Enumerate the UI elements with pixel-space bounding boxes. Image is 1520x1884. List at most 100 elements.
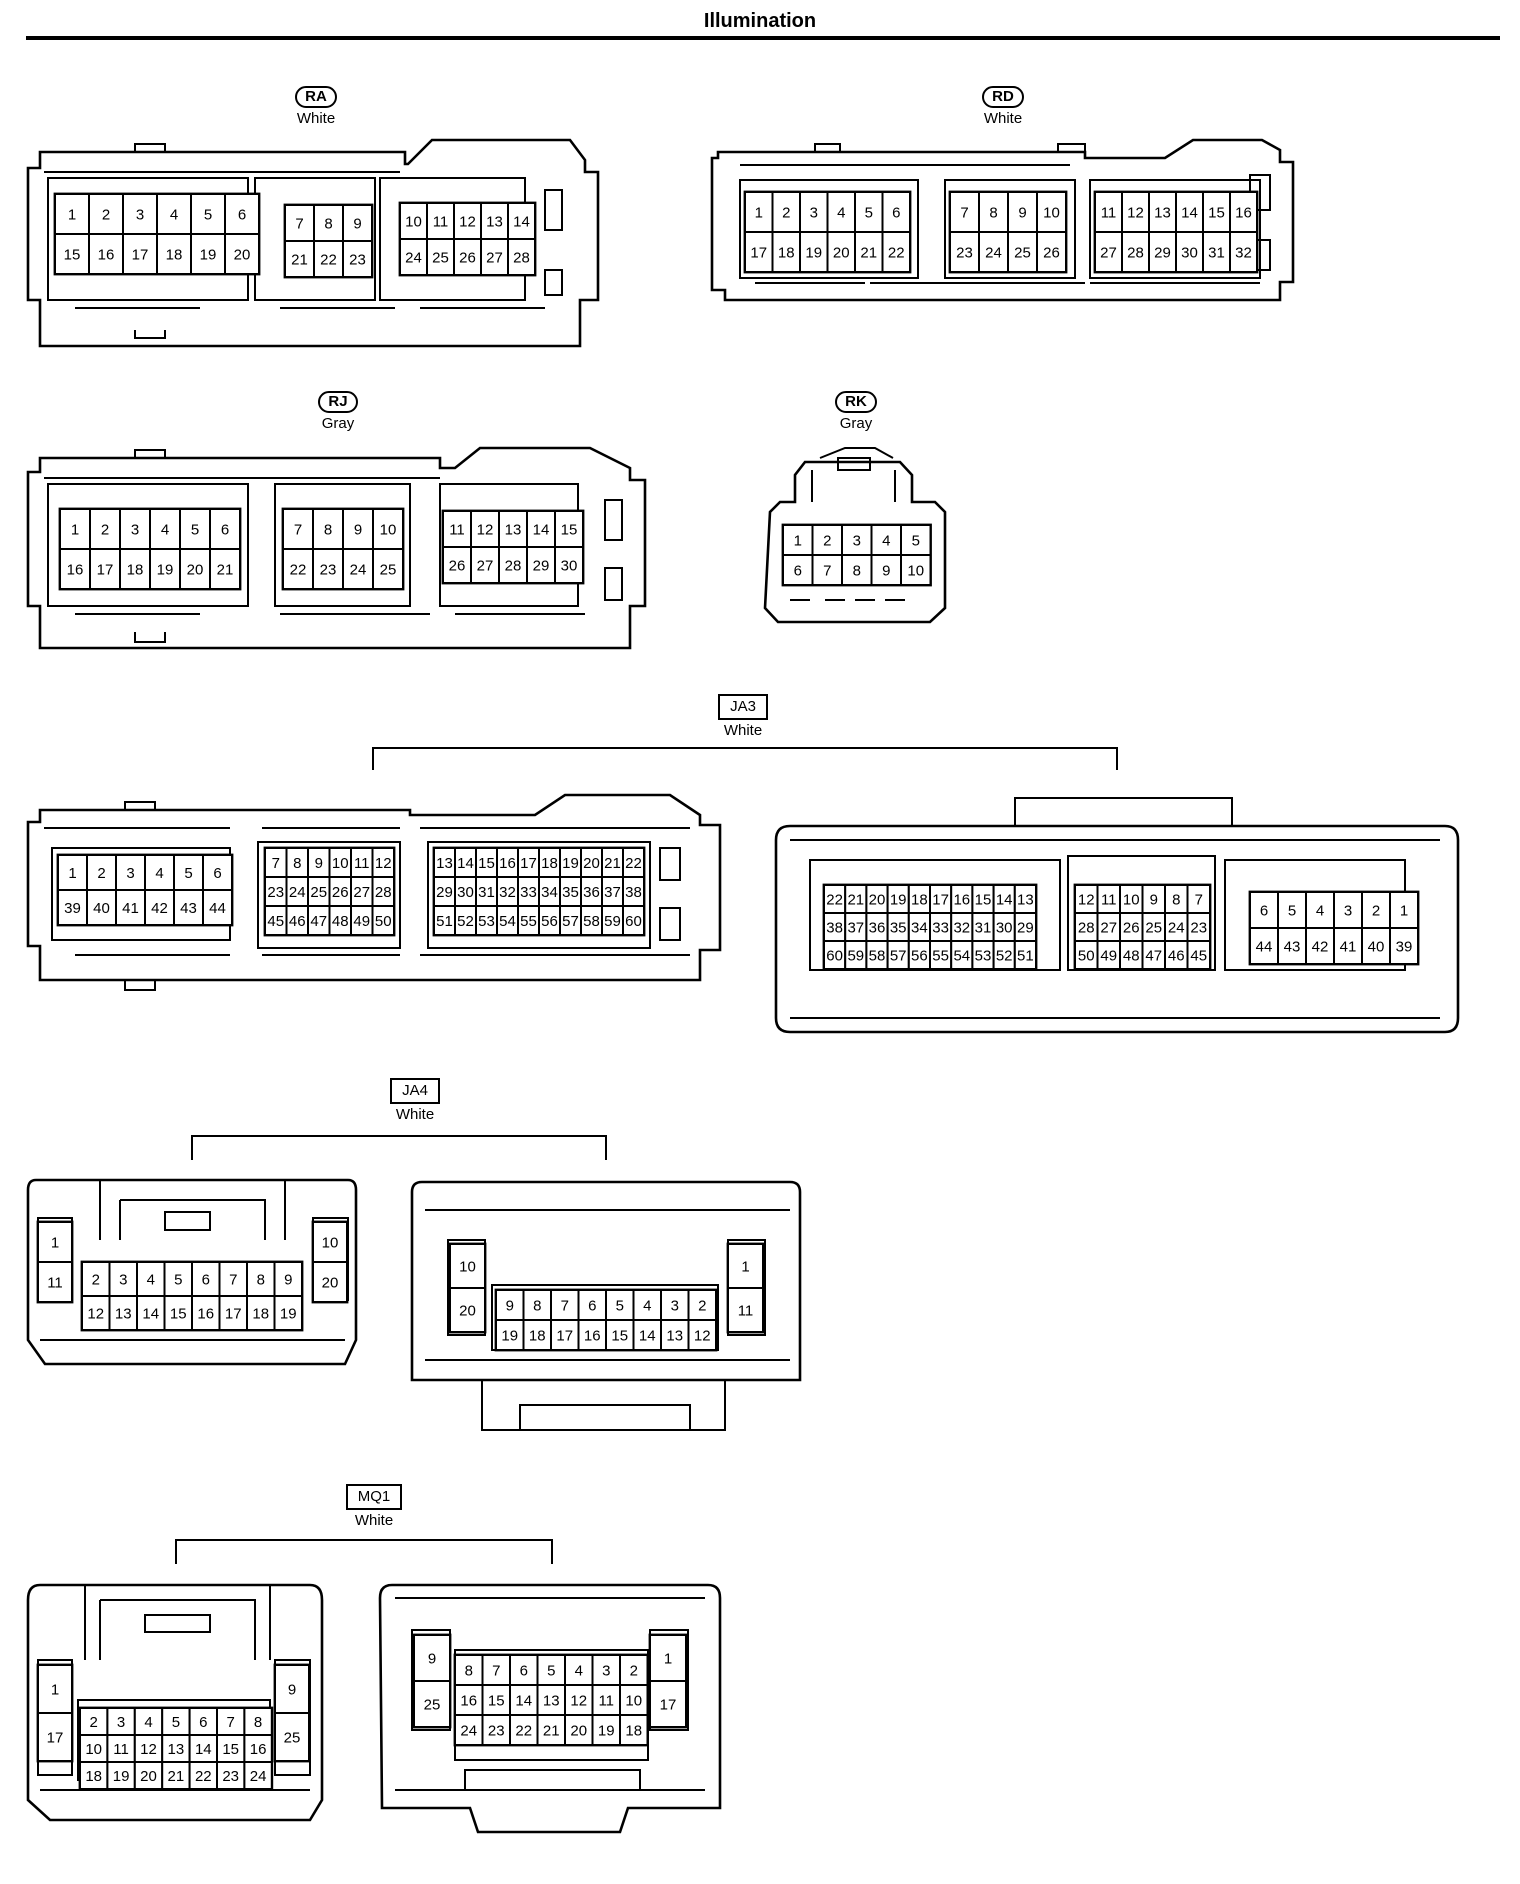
pin-number: 59 [604, 913, 621, 930]
pin-cell [115, 854, 146, 891]
pin-cell [811, 554, 843, 586]
pin-number: 12 [375, 855, 392, 872]
pin-cell [273, 1295, 303, 1331]
pin-cell [1013, 940, 1037, 970]
pin-number: 13 [115, 1306, 132, 1323]
pin-number: 6 [892, 205, 900, 222]
pin-number: 16 [499, 855, 516, 872]
pin-number: 14 [457, 855, 474, 872]
pin-cell [449, 1287, 486, 1333]
pin-number: 42 [1312, 939, 1329, 956]
pin-number: 26 [449, 558, 466, 575]
pin-number: 24 [985, 245, 1002, 262]
pin-number: 10 [322, 1235, 339, 1252]
pin-number: 25 [432, 250, 449, 267]
pin-number: 31 [478, 884, 495, 901]
pin-cell [619, 1714, 649, 1746]
pin-number: 42 [151, 900, 168, 917]
pin-number: 28 [1127, 245, 1144, 262]
pin-number: 20 [187, 562, 204, 579]
pin-number: 2 [97, 865, 105, 882]
pin-number: 29 [1154, 245, 1171, 262]
pin-number: 2 [92, 1272, 100, 1289]
pin-number: 25 [1145, 920, 1162, 937]
pin-number: 3 [131, 522, 139, 539]
pin-number: 56 [911, 948, 928, 965]
pin-cell [136, 1295, 166, 1331]
pin-number: 6 [199, 1714, 207, 1731]
pin-cell [54, 193, 90, 235]
connector-rk-color: Gray [839, 415, 873, 432]
pin-number: 5 [865, 205, 873, 222]
pin-number: 33 [520, 884, 537, 901]
pin-number: 7 [229, 1272, 237, 1289]
pin-cell [312, 548, 344, 590]
pin-number: 9 [1150, 892, 1158, 909]
pin-cell [900, 554, 932, 586]
pin-number: 11 [738, 1303, 754, 1320]
pin-number: 25 [380, 562, 397, 579]
pin-number: 1 [68, 865, 76, 882]
pin-number: 14 [515, 1693, 532, 1710]
pin-number: 10 [1123, 892, 1140, 909]
pin-cell [371, 905, 395, 936]
pin-number: 43 [1284, 939, 1301, 956]
pin-number: 16 [460, 1693, 477, 1710]
pin-number: 16 [250, 1741, 267, 1758]
pin-cell [79, 1761, 109, 1790]
pin-number: 3 [126, 865, 134, 882]
pin-number: 18 [166, 247, 183, 264]
pin-number: 31 [975, 920, 992, 937]
pin-number: 11 [433, 214, 449, 231]
pin-number: 60 [826, 948, 843, 965]
pin-number: 1 [794, 533, 802, 550]
pin-number: 4 [155, 865, 163, 882]
pin-cell [209, 548, 241, 590]
pin-number: 54 [953, 948, 970, 965]
pin-cell [632, 1319, 662, 1351]
pin-cell [978, 231, 1009, 273]
pin-cell [1361, 927, 1391, 965]
pin-cell [209, 508, 241, 550]
pin-number: 21 [860, 245, 877, 262]
pin-number: 10 [1043, 205, 1060, 222]
connector-ja3-code: JA3 [718, 694, 768, 720]
pin-number: 6 [238, 207, 246, 224]
pin-cell [799, 231, 829, 273]
pin-number: 16 [197, 1306, 214, 1323]
pin-number: 13 [666, 1328, 683, 1345]
pin-cell [119, 548, 151, 590]
pin-number: 26 [332, 884, 349, 901]
pin-cell [687, 1319, 717, 1351]
pin-number: 39 [64, 900, 81, 917]
pin-number: 14 [513, 214, 530, 231]
pin-cell [144, 889, 175, 926]
pin-cell [37, 1261, 73, 1303]
pin-number: 5 [1288, 903, 1296, 920]
pin-number: 9 [284, 1272, 292, 1289]
pin-number: 15 [478, 855, 495, 872]
pin-cell [550, 1319, 580, 1351]
pin-number: 26 [1123, 920, 1140, 937]
pin-number: 3 [119, 1272, 127, 1289]
pin-number: 6 [1260, 903, 1268, 920]
pin-number: 1 [664, 1651, 672, 1668]
pin-number: 58 [869, 948, 886, 965]
pin-cell [274, 1664, 310, 1714]
pin-number: 54 [499, 913, 516, 930]
pin-number: 20 [869, 892, 886, 909]
pin-number: 18 [252, 1306, 269, 1323]
pin-number: 48 [332, 913, 349, 930]
pin-number: 20 [140, 1768, 157, 1785]
pin-number: 17 [97, 562, 114, 579]
pin-cell [854, 231, 884, 273]
pin-number: 32 [1235, 245, 1252, 262]
pin-cell [149, 508, 181, 550]
connector-mq1-color: White [354, 1512, 394, 1529]
connector-mq1-bracket [175, 1539, 553, 1564]
pin-number: 20 [570, 1723, 587, 1740]
pin-number: 16 [953, 892, 970, 909]
pin-cell [799, 191, 829, 233]
